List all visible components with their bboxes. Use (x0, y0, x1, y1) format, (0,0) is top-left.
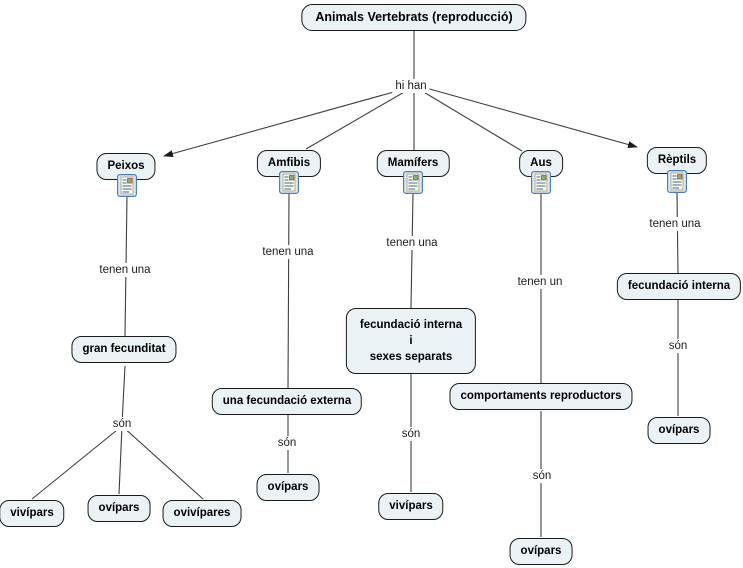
node-fecundacio-interna[interactable]: fecundació interna (616, 273, 742, 300)
node-reptils-ovipars[interactable]: ovípars (647, 417, 711, 444)
node-root[interactable]: Animals Vertebrats (reproducció) (301, 4, 527, 31)
node-fecundacio-interna-sexes[interactable]: fecundació interna i sexes separats (345, 308, 477, 374)
resource-icon-amfibis[interactable] (279, 171, 299, 194)
link-label-amfibis-son[interactable]: són (274, 436, 300, 450)
node-comportaments-reproductors[interactable]: comportaments reproductors (449, 383, 633, 410)
link-label-aus-tenen-un[interactable]: tenen un (514, 275, 566, 289)
node-una-fecundacio-externa[interactable]: una fecundació externa (211, 388, 363, 415)
link-label-hi-han[interactable]: hi han (392, 79, 430, 93)
node-mamifers-vivipars[interactable]: vivípars (378, 493, 444, 520)
resource-icon-peixos[interactable] (117, 174, 137, 197)
node-gran-fecunditat[interactable]: gran fecunditat (71, 336, 177, 363)
node-aus-ovipars[interactable]: ovípars (509, 538, 573, 565)
document-with-image-icon (279, 171, 299, 194)
link-label-reptils-son[interactable]: són (665, 339, 691, 353)
resource-icon-reptils[interactable] (667, 170, 687, 193)
link-label-peixos-tenen-una[interactable]: tenen una (96, 263, 154, 277)
link-label-mamifers-son[interactable]: són (398, 427, 424, 441)
link-label-amfibis-tenen-una[interactable]: tenen una (259, 245, 317, 259)
node-peixos-ovipars[interactable]: ovípars (87, 495, 151, 522)
link-label-peixos-son[interactable]: són (109, 417, 135, 431)
link-label-reptils-tenen-una[interactable]: tenen una (646, 217, 704, 231)
link-label-mamifers-tenen-una[interactable]: tenen una (383, 236, 441, 250)
node-peixos-vivipars[interactable]: vivípars (0, 500, 65, 527)
document-with-image-icon (667, 170, 687, 193)
document-with-image-icon (531, 171, 551, 194)
link-label-aus-son[interactable]: són (529, 469, 555, 483)
node-amfibis-ovipars[interactable]: ovípars (256, 474, 320, 501)
document-with-image-icon (403, 171, 423, 194)
resource-icon-aus[interactable] (531, 171, 551, 194)
node-peixos-ovivipares[interactable]: ovivípares (162, 500, 242, 527)
document-with-image-icon (117, 174, 137, 197)
resource-icon-mamifers[interactable] (403, 171, 423, 194)
